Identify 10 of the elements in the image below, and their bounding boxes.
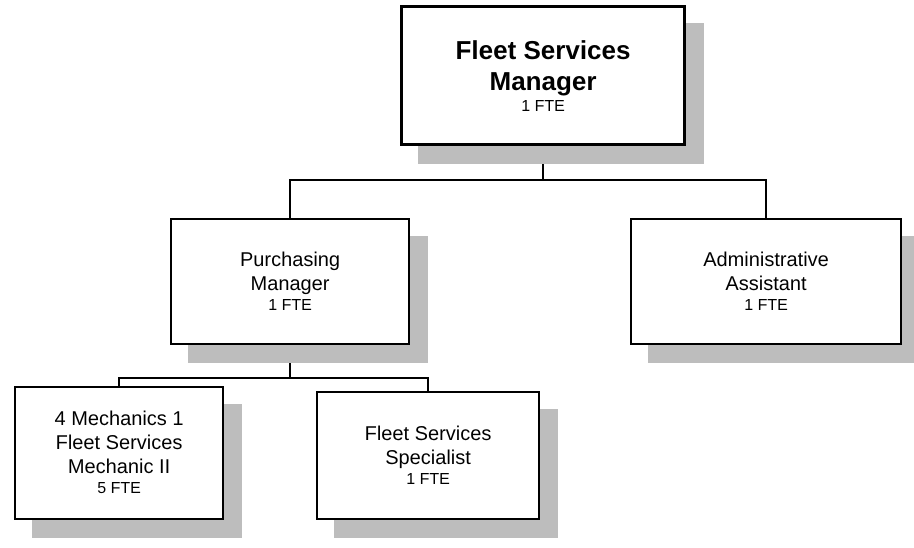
- position-title: Fleet Services Specialist: [364, 422, 492, 470]
- fte-count: 1 FTE: [521, 97, 565, 116]
- fte-count: 1 FTE: [744, 296, 788, 316]
- position-title: Fleet Services Manager: [454, 34, 632, 98]
- position-title: 4 Mechanics 1 Fleet Services Mechanic II: [54, 407, 184, 480]
- fte-count: 1 FTE: [268, 296, 312, 316]
- fte-count: 1 FTE: [406, 470, 450, 490]
- position-title: Administrative Assistant: [702, 248, 830, 296]
- position-title: Purchasing Manager: [238, 248, 342, 296]
- fte-count: 5 FTE: [97, 479, 141, 499]
